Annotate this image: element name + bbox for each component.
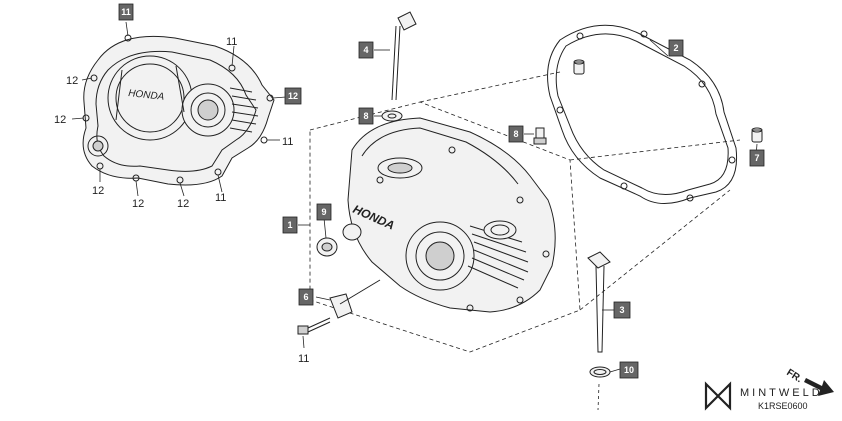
label-11-right: 11 <box>282 136 293 148</box>
svg-text:11: 11 <box>121 7 131 17</box>
label-12-left-upper: 12 <box>66 75 78 87</box>
callout-box-4: 4 <box>358 41 374 59</box>
svg-text:2: 2 <box>673 43 678 53</box>
callout-box-10: 10 <box>619 361 639 379</box>
svg-text:12: 12 <box>288 91 298 101</box>
svg-text:6: 6 <box>303 292 308 302</box>
label-11-bolt: 11 <box>298 353 309 365</box>
callout-box-1: 1 <box>282 216 298 234</box>
timing-hole-plug <box>533 127 547 145</box>
svg-text:1: 1 <box>287 220 292 230</box>
cover-gasket <box>547 24 738 204</box>
label-11-top: 11 <box>226 36 237 48</box>
sealing-washer <box>381 110 403 122</box>
svg-text:4: 4 <box>363 45 368 55</box>
oil-level-dipstick <box>587 251 611 353</box>
svg-text:10: 10 <box>624 365 634 375</box>
label-12-bottom-2: 12 <box>132 198 144 210</box>
callout-box-7: 7 <box>749 149 765 167</box>
outer-cover-leaders <box>71 21 287 197</box>
svg-text:9: 9 <box>321 207 326 217</box>
callout-box-3: 3 <box>613 301 631 319</box>
callout-box-9: 9 <box>316 203 332 221</box>
svg-text:3: 3 <box>619 305 624 315</box>
leader-lines <box>298 39 758 411</box>
callout-box-8-washer: 8 <box>358 107 374 125</box>
svg-text:8: 8 <box>363 111 368 121</box>
oil-seal <box>316 223 362 257</box>
dowel-pin-upper <box>573 59 585 75</box>
right-crankcase-cover: HONDA <box>347 117 556 313</box>
dipstick-o-ring <box>589 366 611 378</box>
label-11-bottom: 11 <box>215 192 226 204</box>
svg-text:7: 7 <box>754 153 759 163</box>
cable-clamp <box>329 279 381 319</box>
brand-name: MINTWELD <box>740 387 823 399</box>
callout-box-11: 11 <box>118 3 134 21</box>
breather-tube-clip <box>391 11 417 101</box>
callout-box-6: 6 <box>298 288 314 306</box>
outer-clutch-cover: HONDA <box>82 34 275 186</box>
callout-box-2: 2 <box>668 39 684 57</box>
front-direction-label: FR. <box>784 367 804 385</box>
flange-bolt <box>297 317 331 335</box>
callout-box-12: 12 <box>284 87 302 105</box>
brand-logo: MINTWELD K1RSE0600 <box>704 381 823 411</box>
label-12-bottom-1: 12 <box>92 185 104 197</box>
front-arrow-icon <box>804 378 834 396</box>
dowel-pin-7 <box>751 127 763 143</box>
callout-box-8-plug: 8 <box>508 125 524 143</box>
cover-logo-small: HONDA <box>128 88 165 103</box>
label-12-left-mid: 12 <box>54 114 66 126</box>
svg-text:8: 8 <box>513 129 518 139</box>
label-12-bottom-3: 12 <box>177 198 189 210</box>
diagram-code: K1RSE0600 <box>758 401 808 411</box>
